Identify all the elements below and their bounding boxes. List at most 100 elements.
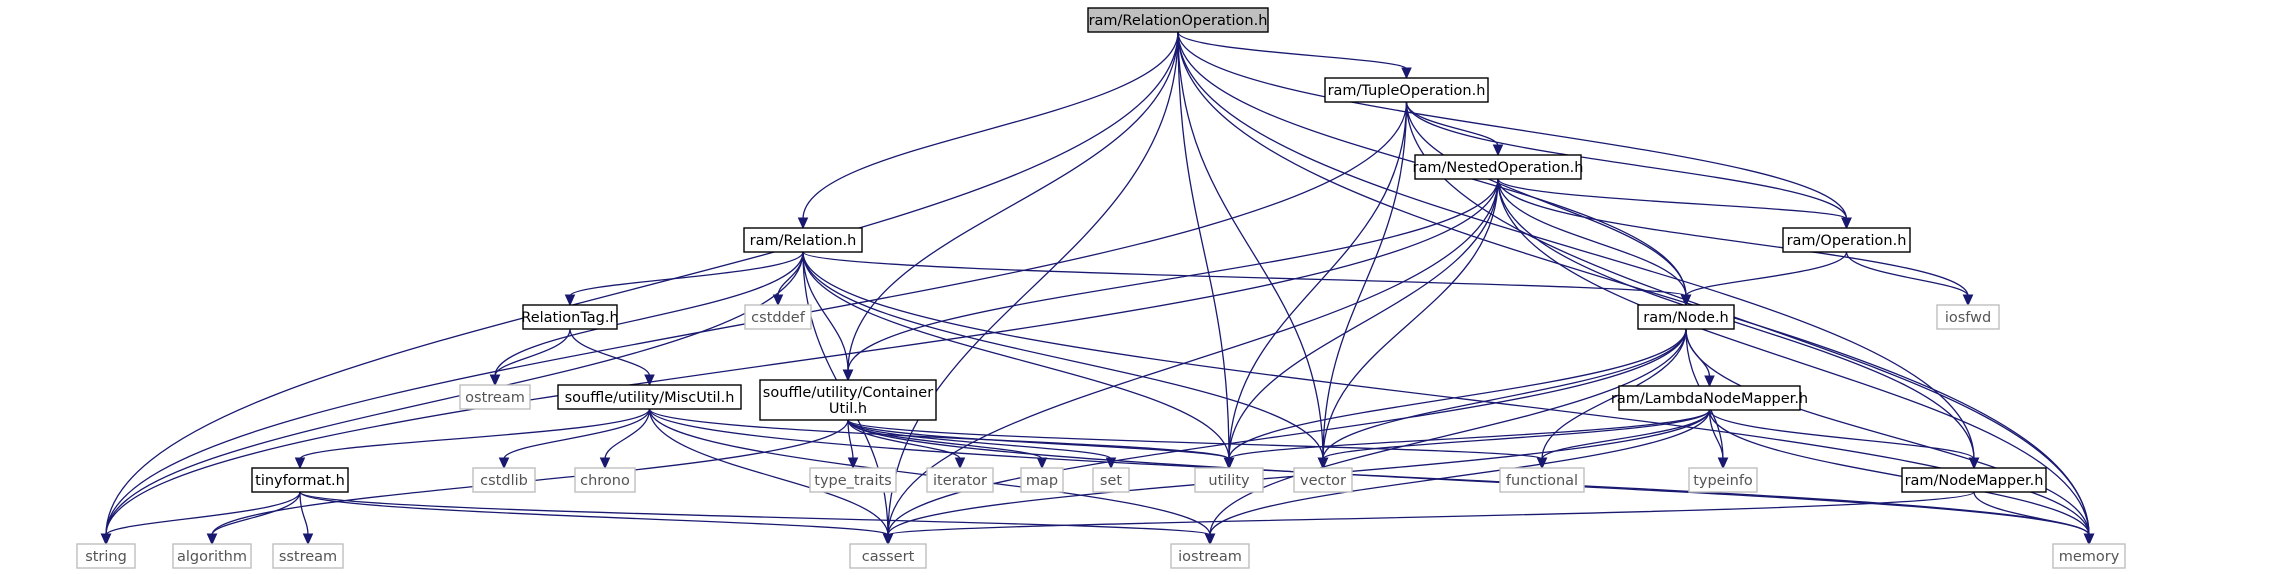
node-relop[interactable]: ram/RelationOperation.h — [1087, 7, 1269, 33]
node-label: typeinfo — [1693, 473, 1753, 489]
node-box — [272, 543, 344, 569]
edge-arrowhead — [1036, 457, 1048, 470]
edge-lambdamapper-to-functional — [1541, 409, 1711, 460]
edge-arrowhead — [294, 457, 306, 470]
node-operation[interactable]: ram/Operation.h — [1782, 227, 1911, 253]
edge-arrowhead — [498, 457, 510, 470]
edge-nestedop-to-utility — [1228, 178, 1499, 460]
node-box — [1170, 543, 1250, 569]
node-iostream: iostream — [1170, 543, 1250, 569]
node-label: cassert — [862, 549, 915, 565]
edge-reltag-to-ostream — [494, 328, 571, 377]
edge-arrowhead — [302, 533, 314, 546]
node-box — [1293, 467, 1353, 493]
node-label: utility — [1208, 473, 1250, 489]
edge-relation-to-node — [802, 251, 1687, 297]
edge-relation-to-string — [105, 251, 804, 536]
node-box — [251, 467, 349, 493]
node-type_traits: type_traits — [809, 467, 897, 493]
edge-lambdamapper-to-typeinfo — [1708, 409, 1724, 460]
edge-arrowhead — [1401, 67, 1412, 80]
edge-arrowhead — [2083, 533, 2095, 546]
node-box — [1092, 467, 1130, 493]
edge-arrowhead — [1223, 457, 1235, 470]
edge-relop-to-memory — [1177, 31, 2090, 536]
node-cassert: cassert — [849, 543, 927, 569]
edge-relop-to-operation — [1177, 31, 1848, 220]
node-label: ram/Node.h — [1643, 310, 1729, 326]
node-box — [1194, 467, 1264, 493]
node-nestedop[interactable]: ram/NestedOperation.h — [1413, 154, 1584, 180]
edge-relop-to-string — [105, 31, 1179, 536]
edge-tinyformat-to-cassert — [299, 491, 889, 536]
node-box — [743, 227, 863, 253]
node-label: RelationTag.h — [521, 310, 618, 326]
edge-arrowhead — [206, 533, 218, 546]
edge-arrowhead — [564, 294, 576, 307]
edge-containerutil-to-functional — [847, 419, 1543, 460]
edge-nestedop-to-node — [1497, 178, 1687, 297]
node-box — [1618, 385, 1801, 411]
node-box — [1901, 467, 2047, 493]
node-nodemapper[interactable]: ram/NodeMapper.h — [1901, 467, 2047, 493]
node-box — [809, 467, 897, 493]
node-label: string — [85, 549, 127, 565]
node-box — [1782, 227, 1911, 253]
node-lambdamapper[interactable]: ram/LambdaNodeMapper.h — [1611, 385, 1808, 411]
edge-relation-to-containerutil — [802, 251, 849, 372]
node-box — [1020, 467, 1064, 493]
edge-tinyformat-to-algorithm — [211, 491, 301, 536]
node-box — [1499, 467, 1585, 493]
node-tinyformat[interactable]: tinyformat.h — [251, 467, 349, 493]
edge-relop-to-vector — [1177, 31, 1324, 460]
edge-node-to-lambdamapper — [1685, 328, 1711, 378]
node-reltag[interactable]: RelationTag.h — [521, 304, 619, 330]
edge-arrowhead — [489, 374, 501, 387]
edge-lambdamapper-to-memory — [1708, 409, 2090, 536]
edge-node-to-cassert — [887, 328, 1687, 536]
edge-arrowhead — [1968, 457, 1980, 470]
node-box — [926, 467, 994, 493]
edge-nodemapper-to-memory — [1973, 491, 2090, 536]
edge-arrowhead — [797, 217, 809, 230]
node-map: map — [1020, 467, 1064, 493]
edge-relation-to-vector — [802, 251, 1324, 460]
node-box — [744, 304, 812, 330]
node-label: souffle/utility/MiscUtil.h — [565, 390, 735, 406]
edge-relop-to-nodemapper — [1177, 31, 1975, 460]
node-node[interactable]: ram/Node.h — [1637, 304, 1735, 330]
edge-containerutil-to-memory — [847, 419, 2090, 536]
edge-lambdamapper-to-iostream — [1209, 409, 1711, 536]
node-string: string — [76, 543, 136, 569]
node-iosfwd: iosfwd — [1936, 304, 2000, 330]
edge-miscutil-to-tinyformat — [299, 408, 651, 460]
node-label: type_traits — [814, 473, 891, 489]
edge-tinyformat-to-sstream — [299, 491, 309, 536]
edge-lambdamapper-to-vector — [1322, 409, 1711, 460]
node-functional: functional — [1499, 467, 1585, 493]
node-label: cstdlib — [480, 473, 528, 489]
node-label: ram/TupleOperation.h — [1328, 83, 1486, 99]
node-typeinfo: typeinfo — [1688, 467, 1758, 493]
node-box — [574, 467, 636, 493]
edge-containerutil-to-type_traits — [847, 419, 854, 460]
edge-arrowhead — [599, 457, 611, 470]
edge-arrowhead — [644, 374, 655, 387]
edge-node-to-iostream — [1209, 328, 1687, 536]
edge-arrowhead — [1717, 457, 1729, 470]
edge-containerutil-to-set — [847, 419, 1112, 460]
edge-tupleop-to-memory — [1405, 101, 2090, 536]
node-label: ram/LambdaNodeMapper.h — [1611, 391, 1808, 407]
node-label: ram/NestedOperation.h — [1413, 160, 1584, 176]
node-label: tinyformat.h — [255, 473, 345, 489]
node-box — [1936, 304, 2000, 330]
node-relation[interactable]: ram/Relation.h — [743, 227, 863, 253]
node-box — [2052, 543, 2126, 569]
node-iterator: iterator — [926, 467, 994, 493]
node-box — [849, 543, 927, 569]
edge-relation-to-ostream — [494, 251, 804, 377]
node-miscutil[interactable]: souffle/utility/MiscUtil.h — [557, 384, 742, 410]
node-tupleop[interactable]: ram/TupleOperation.h — [1324, 77, 1489, 103]
